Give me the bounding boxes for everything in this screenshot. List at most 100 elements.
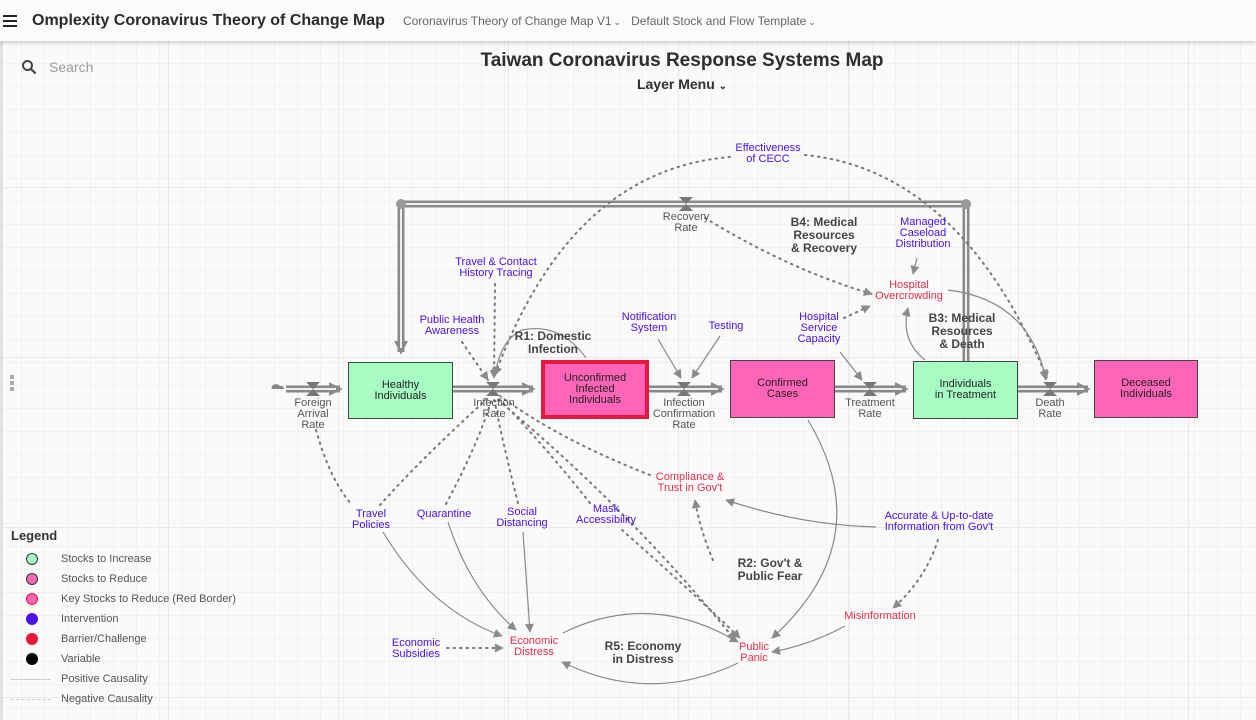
intervention-travel-policies[interactable]: Travel Policies: [352, 508, 390, 531]
link-travel-foreign[interactable]: [315, 429, 353, 506]
drag-handle-icon[interactable]: [10, 375, 14, 391]
link-misinformation-panic[interactable]: [771, 625, 846, 655]
legend-swatch: [11, 698, 61, 700]
intervention-social-distancing[interactable]: Social Distancing: [496, 506, 548, 529]
intervention-notification-system[interactable]: Notification System: [621, 311, 677, 334]
legend-label: Intervention: [61, 613, 119, 625]
link-compliance-infection[interactable]: [499, 395, 651, 476]
intervention-travel-contact-tracing[interactable]: Travel & Contact History Tracing: [455, 256, 537, 279]
rate-foreign-arrival[interactable]: Foreign Arrival Rate: [294, 397, 332, 431]
legend-item: Negative Causality: [11, 689, 236, 709]
link-distress-panic[interactable]: [562, 612, 739, 643]
link-tracing-infection[interactable]: [489, 283, 499, 379]
rate-treatment[interactable]: Treatment Rate: [845, 397, 895, 420]
valve-icon[interactable]: [486, 382, 500, 396]
link-infection-panic[interactable]: [497, 399, 736, 641]
intervention-mask-accessibility[interactable]: Mask Accessibility: [576, 503, 636, 526]
barrier-public-panic[interactable]: Public Panic: [739, 641, 769, 664]
valve-icon[interactable]: [306, 382, 320, 396]
hamburger-menu-icon[interactable]: [3, 14, 17, 27]
link-quarantine-distress[interactable]: [447, 521, 517, 631]
legend-dot-icon: [26, 553, 38, 565]
link-distancing-infection[interactable]: [493, 397, 519, 504]
link-mask-panic[interactable]: [621, 529, 741, 639]
link-confirmed-panic[interactable]: [771, 419, 838, 639]
legend-label: Negative Causality: [61, 693, 153, 705]
link-panic-compliance[interactable]: [691, 499, 714, 561]
barrier-economic-distress[interactable]: Economic Distress: [509, 635, 559, 658]
legend-dot-icon: [26, 573, 38, 585]
loop-label-b3: B3: Medical Resources & Death: [928, 311, 996, 351]
link-capacity-overcrowding[interactable]: [843, 305, 871, 319]
stock-healthy-individuals[interactable]: Healthy Individuals: [348, 362, 453, 419]
stock-deceased-individuals[interactable]: Deceased Individuals: [1094, 360, 1198, 418]
legend-item: Barrier/Challenge: [11, 629, 236, 649]
link-travel-infection[interactable]: [379, 397, 489, 506]
intervention-managed-caseload[interactable]: Managed Caseload Distribution: [895, 216, 951, 250]
legend-swatch: [11, 593, 61, 605]
loop-label-b4: B4: Medical Resources & Recovery: [790, 215, 858, 255]
valve-icon[interactable]: [677, 382, 691, 396]
intervention-quarantine[interactable]: Quarantine: [416, 508, 472, 520]
valve-icon[interactable]: [1043, 382, 1057, 396]
intervention-effectiveness-cecc[interactable]: Effectiveness of CECC: [735, 142, 801, 165]
link-cecc-infection[interactable]: [493, 156, 731, 376]
layer-menu-dropdown[interactable]: Layer Menu ⌄: [0, 76, 1256, 92]
link-cecc-death[interactable]: [804, 154, 1049, 379]
barrier-misinformation[interactable]: Misinformation: [844, 610, 916, 622]
map-version-dropdown[interactable]: Coronavirus Theory of Change Map V1⌄: [403, 14, 621, 28]
link-travel-distress[interactable]: [382, 531, 503, 638]
search-input[interactable]: [47, 58, 231, 76]
flow-pipes: [286, 200, 1091, 396]
intervention-accurate-information[interactable]: Accurate & Up-to-date Information from G…: [884, 510, 994, 533]
link-caseload-overcrowding[interactable]: [910, 257, 920, 275]
link-panic-distress[interactable]: [561, 661, 739, 685]
link-info-compliance[interactable]: [725, 498, 877, 528]
link-overcrowding-recovery[interactable]: [704, 217, 873, 297]
link-quarantine-infection[interactable]: [445, 397, 493, 505]
legend-dot-icon: [26, 613, 38, 625]
valve-icon[interactable]: [863, 382, 877, 396]
left-panel-edge: [0, 41, 3, 720]
valve-icon[interactable]: [679, 197, 693, 211]
stock-confirmed-cases[interactable]: Confirmed Cases: [730, 360, 835, 418]
legend-title: Legend: [11, 528, 58, 543]
legend-dot-icon: [26, 593, 38, 605]
loop-label-r5: R5: Economy in Distress: [604, 639, 682, 666]
search-icon: [22, 60, 37, 75]
stock-individuals-in-treatment[interactable]: Individuals in Treatment: [913, 361, 1018, 419]
link-notification-confirmation[interactable]: [657, 338, 682, 379]
rate-death[interactable]: Death Rate: [1035, 397, 1065, 420]
intervention-economic-subsidies[interactable]: Economic Subsidies: [391, 637, 441, 660]
pipe-junction: [396, 199, 406, 209]
rate-recovery[interactable]: Recovery Rate: [662, 211, 710, 234]
chevron-down-icon: ⌄: [613, 16, 622, 27]
rate-infection-confirmation[interactable]: Infection Confirmation Rate: [652, 397, 716, 431]
intervention-testing[interactable]: Testing: [708, 320, 744, 332]
search-box: [21, 58, 231, 76]
link-treatment-overcrowding[interactable]: [901, 307, 926, 361]
link-testing-confirmation[interactable]: [691, 335, 721, 379]
negative-links: [315, 154, 1049, 653]
link-info-misinformation[interactable]: [892, 539, 939, 609]
loop-label-r2: R2: Gov't & Public Fear: [737, 556, 803, 583]
cloud-source-icon: [271, 384, 285, 389]
map-title: Taiwan Coronavirus Response Systems Map: [480, 50, 884, 71]
intervention-hospital-service-capacity[interactable]: Hospital Service Capacity: [797, 311, 841, 345]
link-awareness-infection[interactable]: [461, 341, 489, 381]
link-distancing-distress[interactable]: [522, 531, 534, 633]
legend-label: Variable: [61, 653, 101, 665]
barrier-compliance-trust[interactable]: Compliance & Trust in Gov't: [655, 471, 725, 494]
link-r1-loop[interactable]: [491, 328, 587, 377]
link-capacity-treatment[interactable]: [839, 351, 863, 381]
legend-label: Key Stocks to Reduce (Red Border): [61, 593, 236, 605]
barrier-hospital-overcrowding[interactable]: Hospital Overcrowding: [875, 279, 943, 302]
link-overcrowding-death[interactable]: [947, 289, 1049, 381]
rate-infection[interactable]: Infection Rate: [473, 397, 515, 420]
stock-unconfirmed-infected[interactable]: Unconfirmed Infected Individuals: [541, 360, 649, 419]
intervention-public-health-awareness[interactable]: Public Health Awareness: [419, 314, 485, 337]
template-dropdown[interactable]: Default Stock and Flow Template⌄: [631, 14, 816, 28]
solid-line-icon: [11, 678, 51, 680]
